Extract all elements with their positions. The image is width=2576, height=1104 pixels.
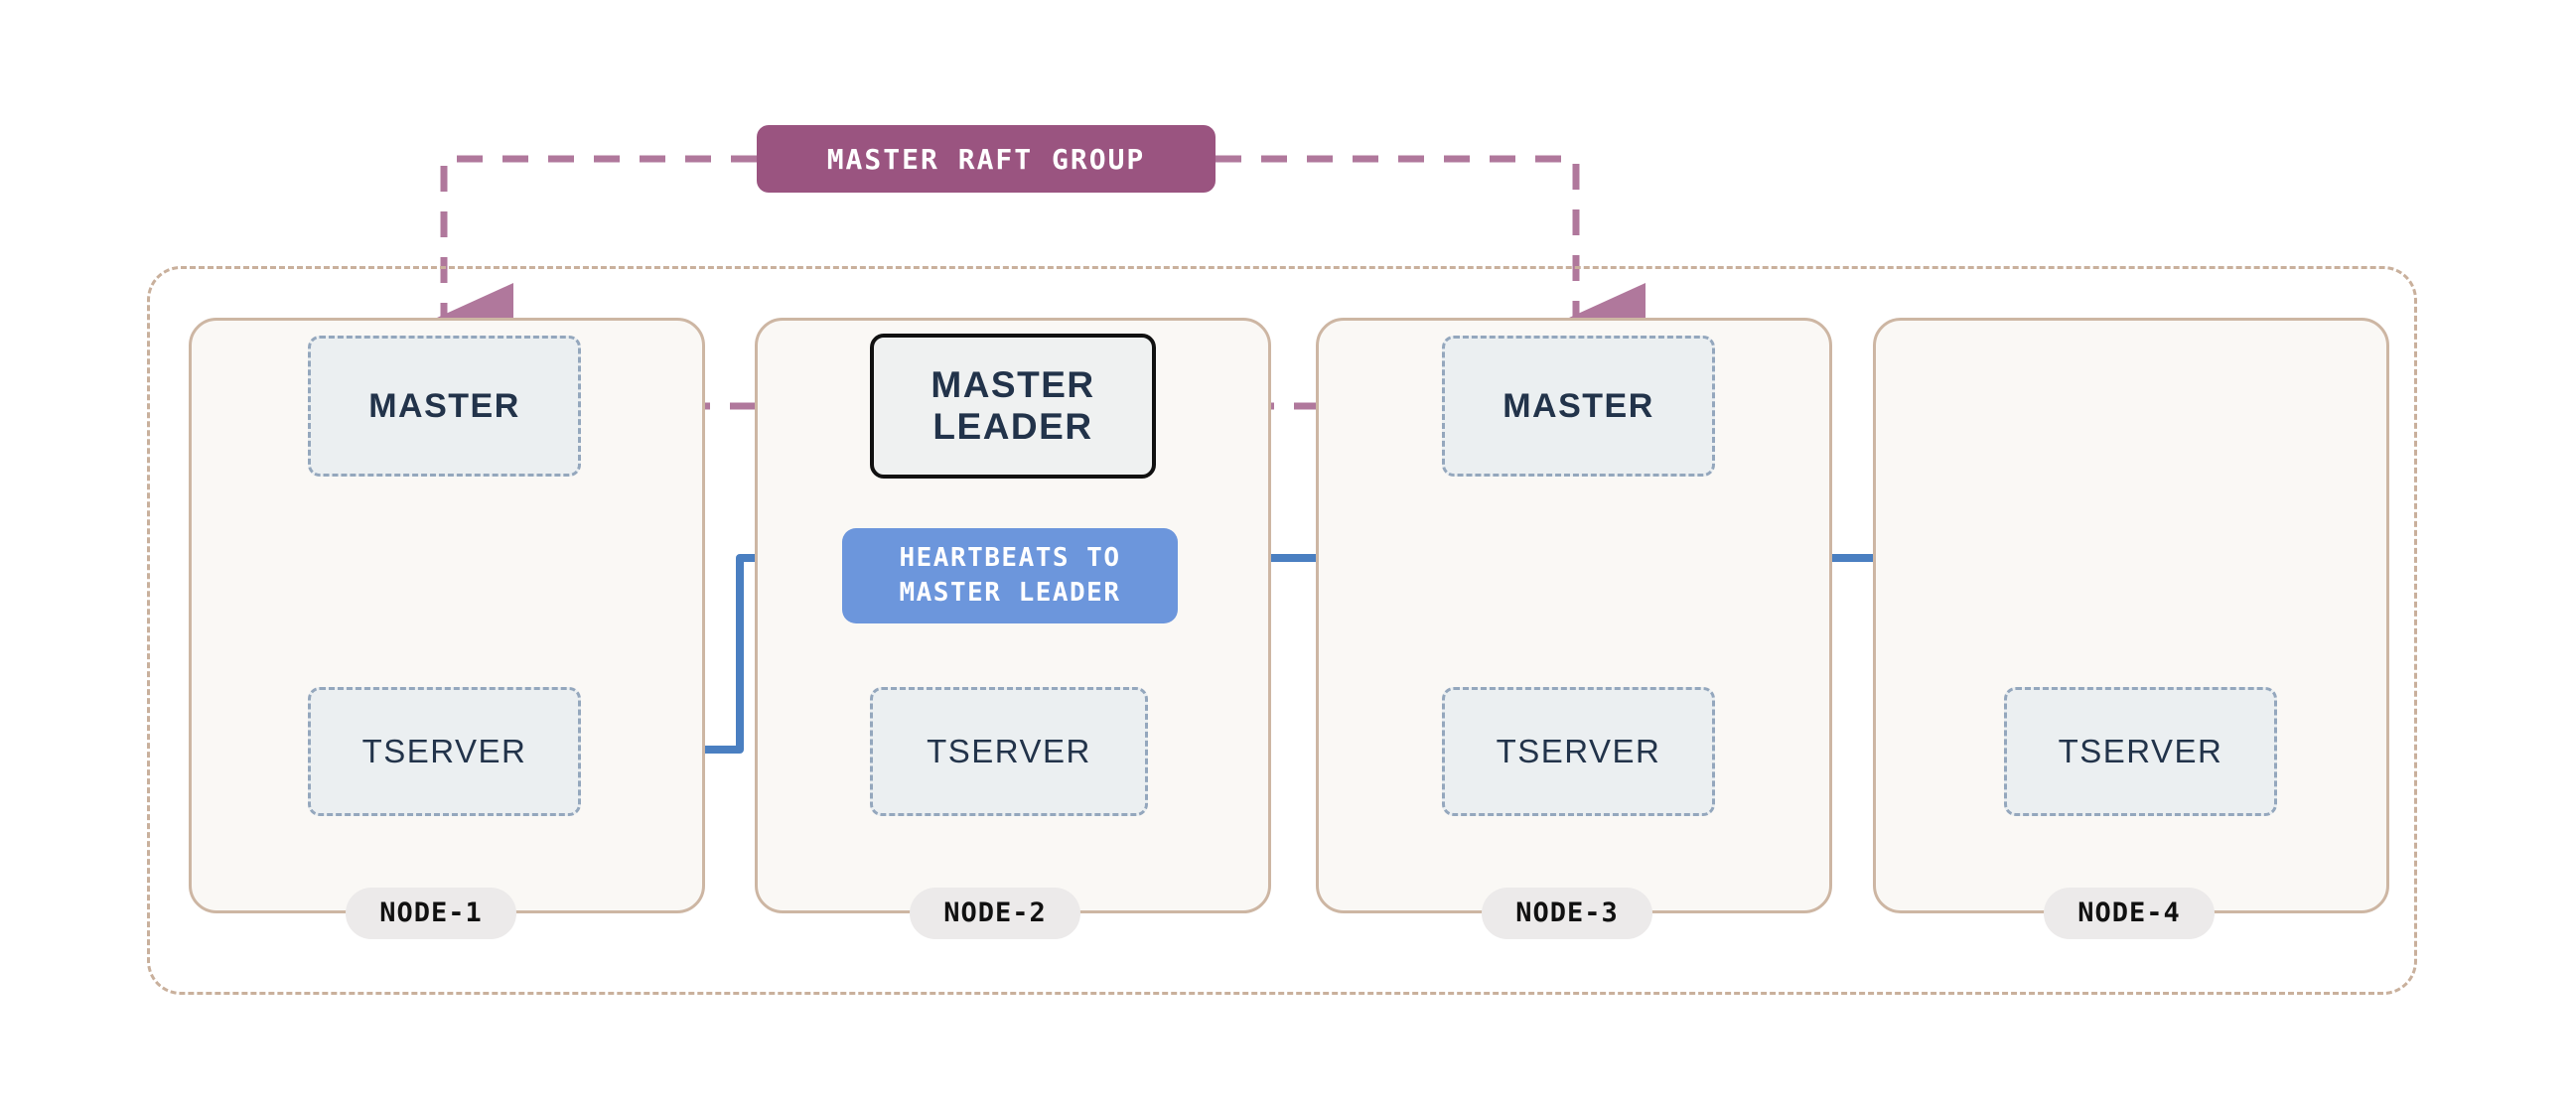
node-label-node-4: NODE-4 — [2044, 888, 2215, 939]
node-panel-node-4[interactable] — [1873, 318, 2389, 913]
heartbeats-line-1: HEARTBEATS TO — [899, 542, 1121, 573]
node-label-node-1: NODE-1 — [346, 888, 516, 939]
heartbeats-line-2: MASTER LEADER — [899, 578, 1121, 608]
node-label-node-2: NODE-2 — [910, 888, 1080, 939]
tserver-node-4[interactable]: TSERVER — [2004, 687, 2277, 816]
tserver-node-2[interactable]: TSERVER — [870, 687, 1148, 816]
cluster-boundary — [147, 266, 2417, 995]
master-leader-line-2: LEADER — [932, 406, 1093, 447]
master-raft-group-badge[interactable]: MASTER RAFT GROUP — [757, 125, 1216, 193]
master-node-3[interactable]: MASTER — [1442, 336, 1715, 477]
master-node-1[interactable]: MASTER — [308, 336, 581, 477]
master-leader-node-2[interactable]: MASTER LEADER — [870, 334, 1156, 479]
tserver-node-3[interactable]: TSERVER — [1442, 687, 1715, 816]
master-leader-line-1: MASTER — [930, 363, 1095, 405]
tserver-node-1[interactable]: TSERVER — [308, 687, 581, 816]
heartbeats-badge[interactable]: HEARTBEATS TO MASTER LEADER — [842, 528, 1178, 623]
node-label-node-3: NODE-3 — [1482, 888, 1652, 939]
